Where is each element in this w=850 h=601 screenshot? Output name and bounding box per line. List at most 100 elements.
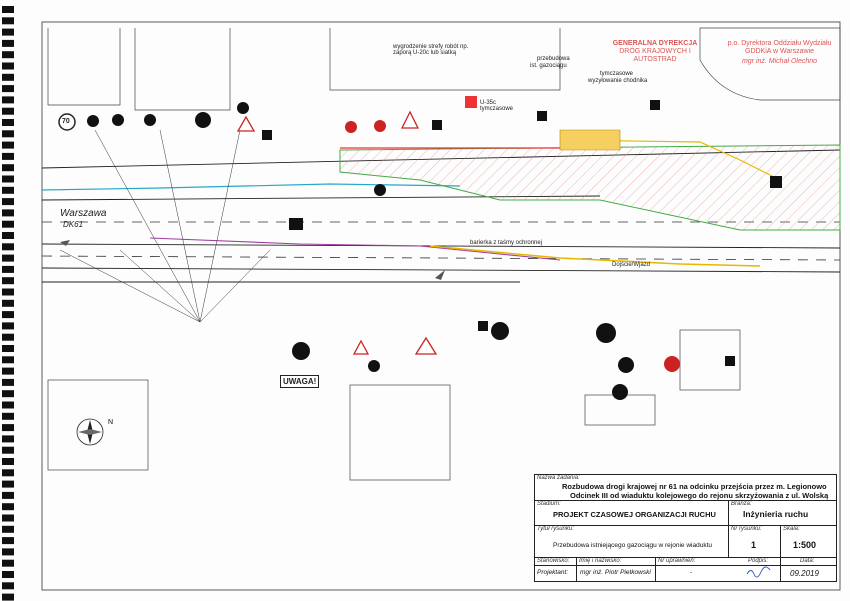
label-barrier: barierka z taśmy ochronnej	[470, 240, 543, 246]
binding-ring	[2, 186, 14, 194]
binding-ring	[2, 322, 14, 330]
binding-ring	[2, 458, 14, 465]
binding-ring	[2, 209, 14, 217]
road-edges	[41, 149, 841, 283]
binding-ring	[2, 401, 14, 409]
binding-ring	[2, 152, 14, 160]
binding-ring	[2, 299, 14, 307]
binding-ring	[2, 85, 14, 93]
binding-ring	[2, 311, 14, 319]
binding-ring	[2, 220, 14, 228]
utility-line-cyan	[41, 183, 461, 191]
label-gas-note-2: ist. gazociągu	[530, 63, 567, 69]
tb-name-line1: Rozbudowa drogi krajowej nr 61 na odcink…	[562, 482, 827, 491]
label-u35c: U-35c tymczasowe	[480, 100, 514, 112]
binding-ring	[2, 6, 14, 13]
binding-ring	[2, 175, 14, 183]
binding-ring	[2, 243, 14, 251]
binding-ring	[2, 582, 14, 590]
binding-ring	[2, 412, 14, 420]
binding-ring	[2, 559, 14, 567]
tb-perm: -	[690, 569, 693, 576]
binding-ring	[2, 491, 14, 499]
tb-date: 09.2019	[790, 569, 819, 578]
tb-person: mgr inż. Piotr Pietkowski	[580, 569, 651, 576]
label-dojscie: Dojście/Wjazd	[612, 262, 651, 268]
label-uwaga: UWAGA!	[280, 375, 320, 388]
lane-markings	[41, 221, 841, 261]
tb-stage-label: Stadium:	[537, 501, 561, 507]
binding-ring	[2, 525, 14, 533]
binding-ring	[2, 345, 14, 352]
label-speed-70: 70	[62, 118, 70, 125]
binding-ring	[2, 28, 14, 36]
binding-ring	[2, 198, 14, 206]
tb-person-label: Imię i nazwisko:	[579, 558, 622, 564]
binding-ring	[2, 96, 14, 104]
tb-role-label: Stanowisko:	[537, 558, 570, 564]
binding-ring	[2, 119, 14, 126]
binding-ring	[2, 593, 14, 601]
binding-ring	[2, 537, 14, 545]
binding-ring	[2, 514, 14, 522]
tb-num-label: Nr rysunku:	[731, 526, 762, 532]
buildings	[47, 27, 841, 481]
traffic-signs	[58, 102, 680, 400]
binding-ring	[2, 424, 14, 432]
drawing-frame	[41, 21, 841, 591]
binding-ring	[2, 141, 14, 149]
binding-ring	[2, 277, 14, 285]
yellow-traffic-line	[429, 245, 761, 267]
binding-ring	[2, 107, 14, 115]
binding-ring	[2, 571, 14, 578]
tb-name-line2: Odcinek III od wiaduktu kolejowego do re…	[570, 491, 829, 500]
binding-ring	[2, 469, 14, 477]
binding-ring	[2, 548, 14, 556]
tb-date-label: Data:	[800, 558, 815, 564]
binding-ring	[2, 288, 14, 296]
tb-num: 1	[751, 540, 757, 550]
binding-ring	[2, 333, 14, 341]
work-zone	[339, 144, 841, 231]
svg-text:N: N	[108, 419, 113, 426]
stamp-right-line1: p.o. Dyrektora Oddziału Wydziału	[727, 40, 832, 47]
binding-ring	[2, 435, 14, 443]
label-fence-note: wygrodzenie strefy robót np. zaporą U-20…	[393, 44, 469, 56]
tb-name-label: Nazwa zadania:	[537, 475, 580, 481]
approval-stamp-right: p.o. Dyrektora Oddziału Wydziału GDDKiA …	[727, 40, 832, 66]
gas-pipeline-yellow	[559, 139, 781, 181]
signature-mark	[746, 566, 771, 578]
stamp-left-line2: DRÓG KRAJOWYCH I AUTOSTRAD	[619, 48, 691, 63]
binding-ring	[2, 51, 14, 59]
utility-line-purple	[149, 237, 561, 261]
binding-ring	[2, 503, 14, 511]
sign-pointer-lines	[59, 129, 271, 323]
binding-ring	[2, 378, 14, 386]
binding-ring	[2, 39, 14, 47]
tb-drawing: Przebudowa istniejącego gazociągu w rejo…	[553, 542, 712, 549]
info-signs	[262, 96, 782, 366]
label-gas-note-1: przebudowa	[537, 56, 570, 62]
tb-perm-label: Nr uprawnień:	[658, 558, 696, 564]
temporary-sidewalk	[559, 129, 621, 151]
label-dk61: DK61	[63, 220, 84, 229]
stamp-right-line2: GDDKiA w Warszawie	[745, 48, 814, 55]
approval-stamp-left: GENERALNA DYREKCJA DRÓG KRAJOWYCH I AUTO…	[610, 40, 700, 64]
binding-ring	[2, 356, 14, 364]
tb-scale-label: Skala:	[783, 526, 800, 532]
spiral-binding	[2, 6, 14, 601]
binding-ring	[2, 367, 14, 375]
label-warszawa: Warszawa	[60, 208, 107, 219]
tb-branch: Inżynieria ruchu	[743, 509, 809, 519]
label-temp-walk-1: tymczasowe	[600, 71, 634, 77]
tb-role: Projektant:	[537, 569, 569, 576]
tb-branch-label: Branża:	[731, 501, 752, 507]
binding-ring	[2, 446, 14, 454]
binding-ring	[2, 73, 14, 81]
title-block	[534, 474, 837, 582]
tb-scale: 1:500	[793, 540, 817, 550]
binding-ring	[2, 254, 14, 262]
north-arrow-icon: N	[76, 418, 113, 446]
tb-sign-label: Podpis:	[748, 558, 769, 564]
